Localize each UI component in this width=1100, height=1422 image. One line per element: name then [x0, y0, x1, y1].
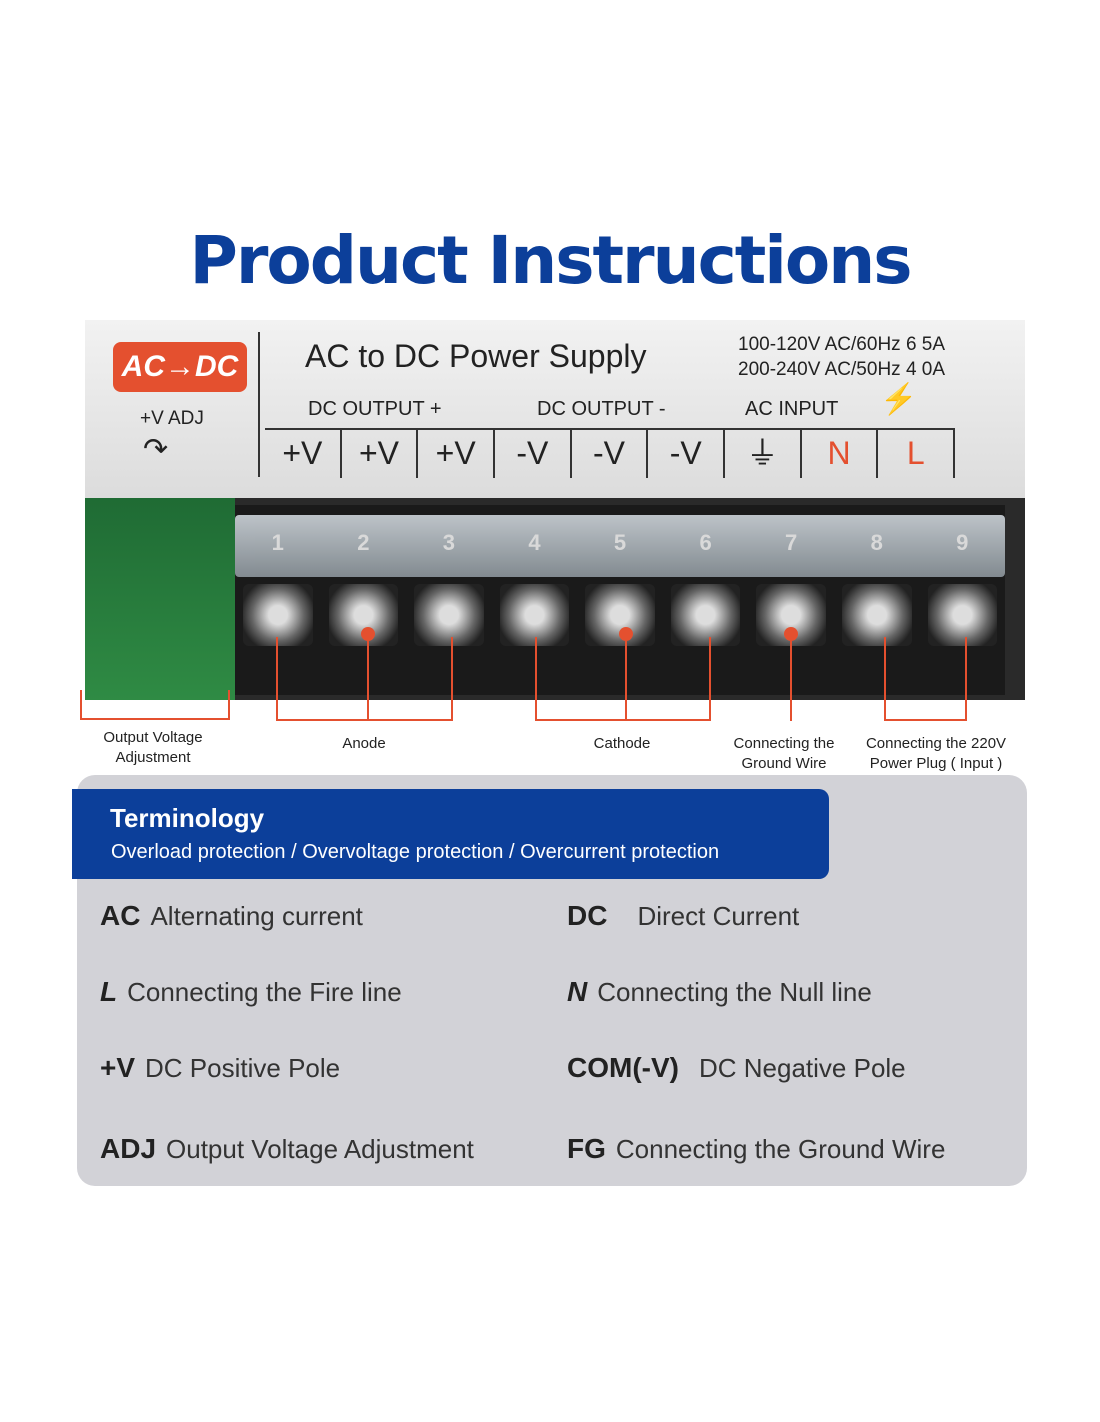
terminal-label: +V: [265, 430, 342, 478]
terminal-label: +V: [418, 430, 496, 478]
term-abbr: DC: [567, 900, 608, 931]
screw: [414, 584, 484, 646]
term-item: +V DC Positive Pole: [100, 1052, 340, 1084]
lightning-icon: ⚡: [880, 383, 918, 416]
terminal-labels: +V +V +V -V -V -V ⏚ N L: [265, 428, 956, 478]
power-supply-photo: AC→DC +V ADJ ↷ AC to DC Power Supply 100…: [85, 320, 1025, 700]
term-item: N Connecting the Null line: [567, 976, 872, 1008]
terminal-number: 5: [613, 530, 627, 555]
terminal-number: 1: [271, 530, 284, 555]
term-item: DC Direct Current: [567, 900, 799, 932]
terminal-label: -V: [495, 430, 572, 478]
ac-dc-badge: AC→DC: [113, 342, 247, 392]
dc-output-neg-label: DC OUTPUT -: [537, 398, 666, 420]
term-desc: Direct Current: [637, 901, 800, 931]
vadj-label: +V ADJ: [140, 408, 204, 429]
term-abbr: COM(-V): [567, 1052, 679, 1083]
term-abbr: +V: [100, 1052, 136, 1083]
page-title: Product Instructions: [189, 222, 913, 299]
screw: [841, 584, 912, 646]
ac-input-label: AC INPUT: [745, 398, 839, 420]
terminal-number: 8: [870, 530, 883, 555]
product-name: AC to DC Power Supply: [305, 338, 647, 374]
rotate-arrow-icon: ↷: [143, 433, 169, 466]
screw: [243, 584, 313, 646]
terminology-subtitle: Overload protection / Overvoltage protec…: [111, 841, 720, 863]
spec-line: 100-120V AC/60Hz 6 5A: [738, 334, 946, 355]
terminology-heading: Terminology: [110, 803, 265, 833]
terminal-label: +V: [342, 430, 419, 478]
divider: [258, 332, 260, 477]
annotation-anode: Anode: [342, 735, 386, 752]
input-specs: 100-120V AC/60Hz 6 5A 200-240V AC/50Hz 4…: [738, 332, 945, 382]
term-item: FG Connecting the Ground Wire: [567, 1133, 945, 1165]
product-label: AC→DC +V ADJ ↷ AC to DC Power Supply 100…: [85, 320, 1025, 498]
term-desc: Output Voltage Adjustment: [166, 1134, 474, 1164]
term-item: AC Alternating current: [100, 900, 363, 932]
annotation-input: Connecting the 220V Power Plug ( Input ): [865, 735, 1007, 772]
screw: [670, 584, 741, 646]
term-desc: Alternating current: [150, 901, 363, 931]
term-abbr: AC: [100, 900, 141, 931]
annotation-adj: Output Voltage Adjustment: [103, 729, 203, 766]
terminal-number: 6: [699, 530, 712, 555]
term-abbr: ADJ: [100, 1133, 157, 1164]
term-abbr: FG: [567, 1133, 606, 1164]
annotation-ground: Connecting the Ground Wire: [733, 735, 835, 772]
screw: [927, 584, 998, 646]
spec-line: 200-240V AC/50Hz 4 0A: [738, 359, 946, 380]
term-desc: Connecting the Null line: [597, 977, 872, 1007]
terminal-label: L: [878, 430, 956, 478]
terminal-label: N: [802, 430, 879, 478]
term-abbr: N: [567, 976, 588, 1007]
terminal-number: 7: [785, 530, 798, 555]
terminal-number: 9: [956, 530, 969, 555]
term-desc: Connecting the Fire line: [127, 977, 402, 1007]
term-desc: DC Positive Pole: [145, 1053, 341, 1083]
terminology-banner: Terminology Overload protection / Overvo…: [72, 789, 829, 879]
terminal-number: 4: [528, 530, 541, 555]
terminal-number: 2: [357, 530, 370, 555]
term-abbr: L: [100, 976, 118, 1007]
terminal-label: -V: [572, 430, 649, 478]
pcb-board: [85, 498, 235, 700]
annotation-cathode: Cathode: [593, 735, 651, 752]
ground-symbol-icon: ⏚: [725, 430, 802, 478]
screw: [499, 584, 570, 646]
term-item: ADJ Output Voltage Adjustment: [100, 1133, 474, 1165]
terminal-number: 3: [442, 530, 456, 555]
terminal-label: -V: [648, 430, 726, 478]
term-desc: Connecting the Ground Wire: [615, 1134, 946, 1164]
dc-output-pos-label: DC OUTPUT +: [308, 398, 442, 420]
term-desc: DC Negative Pole: [698, 1053, 906, 1083]
term-item: L Connecting the Fire line: [100, 976, 402, 1008]
terminal-cover: 1 2 3 4 5 6 7 8 9: [235, 515, 1005, 577]
terminal-screws: [235, 580, 1005, 650]
term-item: COM(-V) DC Negative Pole: [567, 1052, 906, 1084]
